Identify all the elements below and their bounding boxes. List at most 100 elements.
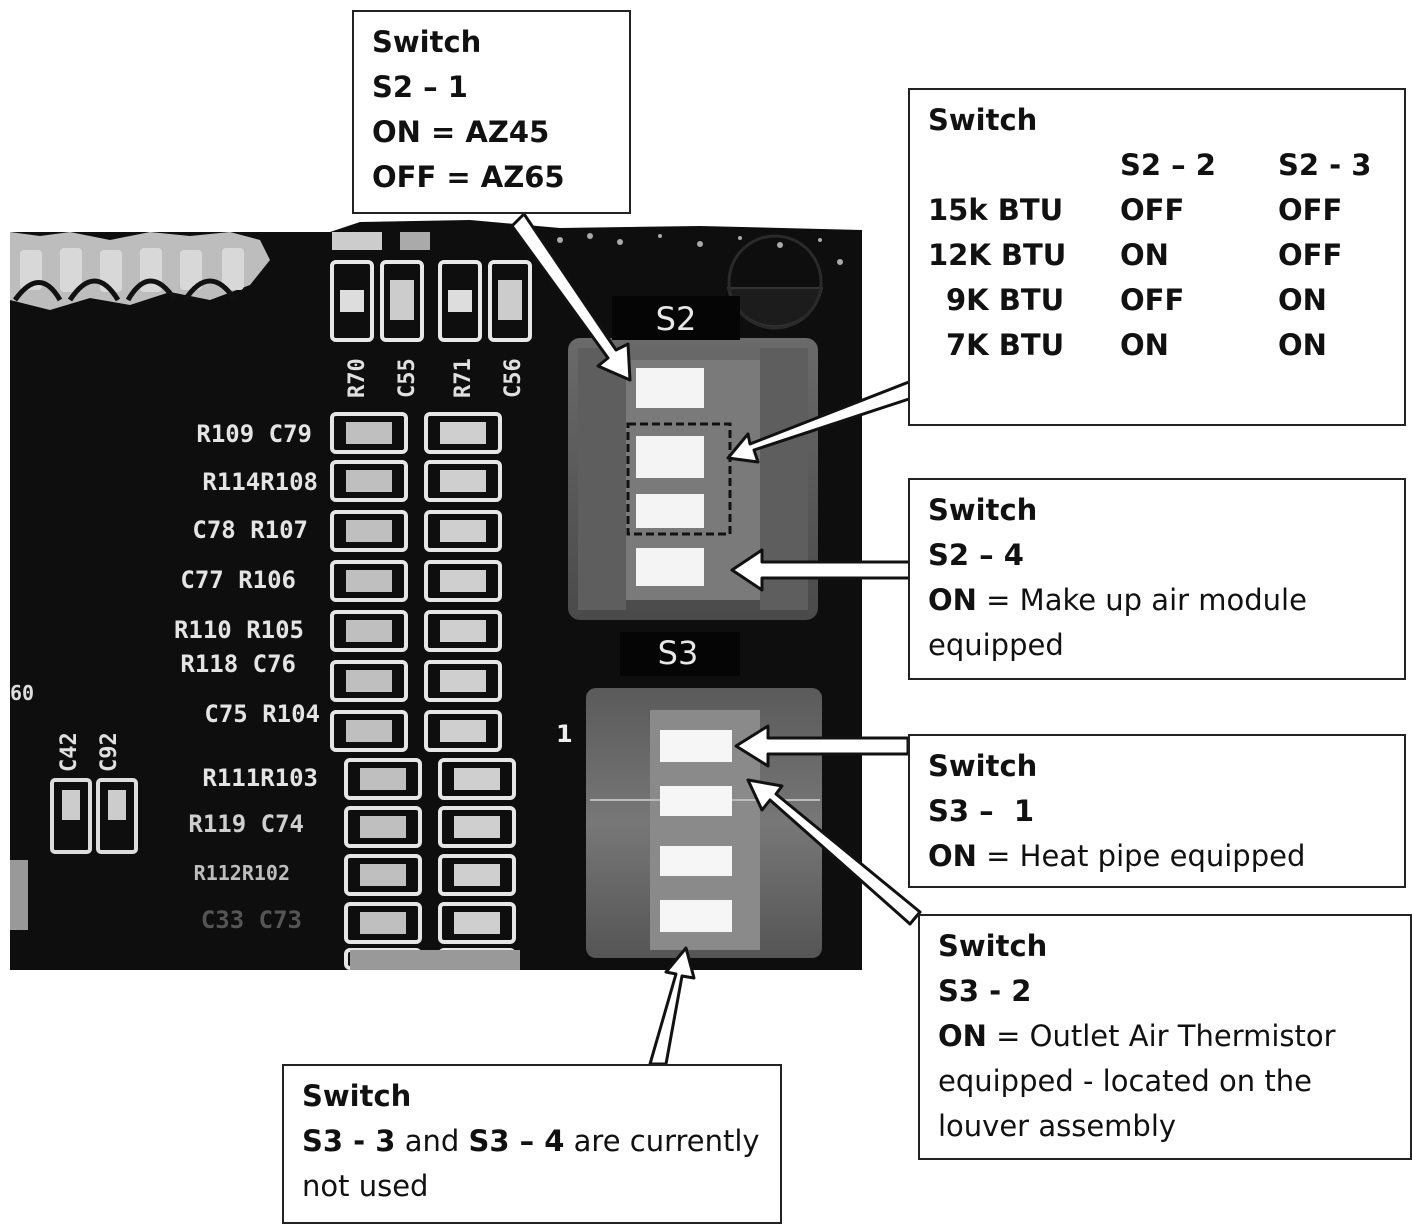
btu-s2-2: OFF	[1120, 193, 1185, 227]
smd-component	[424, 510, 502, 552]
smd-component-body	[346, 720, 392, 742]
smd-component-body	[440, 720, 486, 742]
s3-toggles	[660, 730, 732, 932]
unused-description-cont: not used	[302, 1169, 429, 1203]
smd-component	[330, 660, 408, 702]
smd-component-body	[346, 620, 392, 642]
arrow-s3-2	[746, 778, 922, 926]
s2-toggle-2	[636, 436, 704, 478]
row-label: C77 R106	[180, 566, 296, 594]
s3-toggle-4	[660, 900, 732, 932]
arrow-s2-1	[510, 212, 632, 382]
btu-header-row: S2 – 2 S2 - 3	[928, 143, 1371, 188]
callout-s2-4: Switch S2 – 4 ON = Make up air module eq…	[908, 478, 1406, 680]
bottom-edge-parts	[350, 950, 520, 970]
on-description-cont: equipped - located on the	[938, 1064, 1312, 1098]
smd-component-body	[360, 912, 406, 934]
arrow-btu	[726, 378, 920, 464]
arrow-s3-34	[648, 946, 696, 1066]
on-text: = Outlet Air Thermistor	[986, 1019, 1336, 1053]
on-description: ON = Make up air module	[928, 578, 1386, 623]
smd-component-body	[346, 520, 392, 542]
off-setting: OFF = AZ65	[372, 160, 565, 194]
s2-toggle-1	[636, 368, 704, 408]
smd-component	[438, 758, 516, 800]
s3-label: S3	[658, 634, 699, 672]
btu-header-cell: S2 - 3	[1278, 148, 1372, 182]
smd-component-body	[440, 570, 486, 592]
connector-curves	[12, 278, 238, 302]
callout-title: Switch	[928, 749, 1038, 783]
btu-header-cell	[928, 143, 1120, 188]
smd-component-body	[346, 570, 392, 592]
btu-s2-3: ON	[1278, 283, 1327, 317]
switch-id: S2 – 4	[928, 538, 1024, 572]
smd-component-body	[360, 816, 406, 838]
btu-s2-2: OFF	[1120, 283, 1185, 317]
btu-capacity: 7K BTU	[946, 328, 1065, 362]
btu-capacity: 12K BTU	[928, 238, 1067, 272]
row-label: R119 C74	[188, 810, 304, 838]
pin-one-label: 1	[556, 720, 573, 748]
connector-text: and	[395, 1124, 469, 1158]
smd-component-body	[454, 816, 500, 838]
smd-component	[424, 660, 502, 702]
btu-row: 12K BTU ON OFF	[928, 233, 1371, 278]
smd-component	[344, 902, 422, 944]
smd-component-body	[440, 470, 486, 492]
btu-row: 15k BTU OFF OFF	[928, 188, 1371, 233]
smd-component-body	[454, 768, 500, 790]
smd-component-body	[440, 670, 486, 692]
component-labels: R109 C79 R114R108 C78 R107 C77 R106 R110…	[174, 420, 320, 934]
arrow-s2-4	[730, 548, 912, 592]
btu-s2-3: ON	[1278, 328, 1327, 362]
callout-s3-3-4: Switch S3 - 3 and S3 – 4 are currently n…	[282, 1064, 782, 1224]
smd-component	[330, 412, 408, 454]
on-description: ON = Heat pipe equipped	[928, 834, 1386, 879]
btu-row: 9K BTU OFF ON	[928, 278, 1371, 323]
smd-component	[330, 560, 408, 602]
smd-component-body	[346, 422, 392, 444]
callout-s3-2: Switch S3 - 2 ON = Outlet Air Thermistor…	[918, 914, 1412, 1160]
smd-component	[438, 902, 516, 944]
row-label: R112R102	[194, 861, 290, 885]
connector-text: are currently	[564, 1124, 760, 1158]
btu-header-cell: S2 – 2	[1120, 148, 1216, 182]
smd-component	[330, 460, 408, 502]
capacitor-c92	[96, 778, 138, 854]
callout-s2-1: Switch S2 – 1 ON = AZ45 OFF = AZ65	[352, 10, 631, 214]
smd-component-body	[454, 864, 500, 886]
smd-component	[438, 806, 516, 848]
smd-component-body	[346, 670, 392, 692]
callout-title: Switch	[302, 1079, 412, 1113]
label-r71: R71	[451, 358, 476, 398]
smd-component	[424, 610, 502, 652]
smd-component	[424, 412, 502, 454]
smd-component	[330, 510, 408, 552]
switch-id: S2 – 1	[372, 70, 468, 104]
smd-component	[438, 854, 516, 896]
btu-s2-3: OFF	[1278, 193, 1343, 227]
s2-toggle-3	[636, 494, 704, 528]
btu-capacity: 9K BTU	[946, 283, 1065, 317]
capacitor-c42	[50, 778, 92, 854]
smd-component	[330, 610, 408, 652]
label-c42: C42	[57, 732, 82, 772]
unused-description: S3 - 3 and S3 – 4 are currently	[302, 1119, 762, 1164]
edge-label: 60	[10, 681, 34, 705]
on-key: ON	[938, 1019, 987, 1053]
label-c56: C56	[501, 358, 526, 398]
btu-s2-2: ON	[1120, 328, 1169, 362]
label-r70: R70	[345, 358, 370, 398]
smd-component-body	[440, 620, 486, 642]
smd-component	[344, 806, 422, 848]
arrow-s3-1	[734, 724, 910, 768]
smd-component	[330, 710, 408, 752]
row-label: C78 R107	[192, 516, 308, 544]
smd-component	[344, 758, 422, 800]
connector-pins	[10, 232, 270, 310]
btu-s2-3: OFF	[1278, 238, 1343, 272]
row-label: R109 C79	[196, 420, 312, 448]
smd-component-body	[360, 768, 406, 790]
smd-component-body	[440, 520, 486, 542]
